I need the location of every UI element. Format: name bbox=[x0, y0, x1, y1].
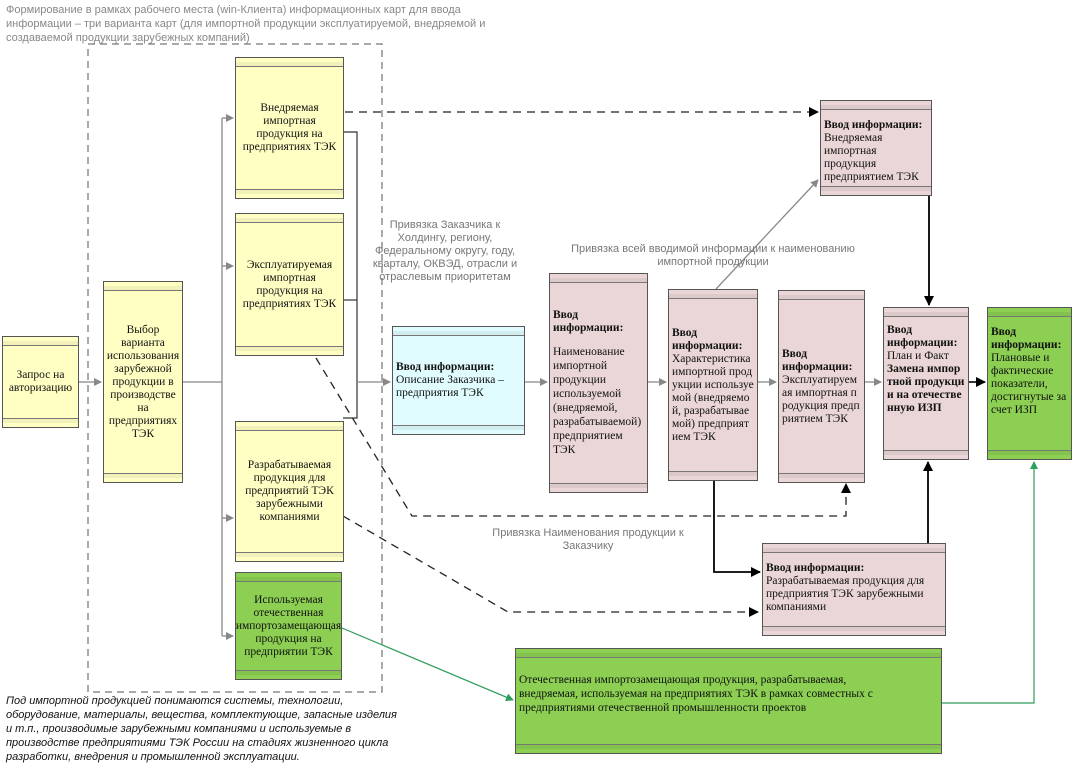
node-plan-title: Ввод информации: bbox=[887, 324, 958, 349]
node-implemented-input: Ввод информации: Внедряемая импортная пр… bbox=[820, 100, 932, 196]
note-binding-customer: Привязка Заказчика к Холдингу, региону, … bbox=[372, 219, 518, 283]
node-customer-input: Ввод информации: Описание Заказчика – пр… bbox=[392, 326, 525, 435]
node-choose-variant-label: Выбор варианта использования зарубежной … bbox=[106, 323, 180, 440]
arrow-joint-fact bbox=[942, 461, 1038, 704]
note-binding-all: Привязка всей вводимой информации к наим… bbox=[571, 243, 855, 268]
node-customer-text: Описание Заказчика – предприятия ТЭК bbox=[396, 374, 505, 399]
arrow-domestic-joint bbox=[341, 627, 514, 701]
dashed-developed-input bbox=[342, 515, 759, 617]
header-line-1: Формирование в рамках рабочего места (wi… bbox=[6, 4, 461, 16]
workplace-frame bbox=[87, 43, 383, 693]
node-joint-projects-label: Отечественная импортозамещающая продукци… bbox=[519, 674, 873, 714]
node-implemented-input-title: Ввод информации: bbox=[824, 119, 923, 131]
node-auth: Запрос на авторизацию bbox=[2, 336, 79, 428]
arrow-char-impl bbox=[715, 179, 819, 290]
node-joint-projects: Отечественная импортозамещающая продукци… bbox=[515, 648, 942, 754]
footnote-line-5: разработки, внедрения и промышленной экс… bbox=[6, 751, 300, 763]
node-plan-bold: Замена импортной продукции на отечествен… bbox=[887, 363, 965, 414]
node-name-text: Наименование импортной продукции использ… bbox=[553, 346, 642, 456]
node-domestic-label: Используемая отечественная импортозамеща… bbox=[235, 593, 342, 658]
footnote: Под импортной продукцией понимаются сист… bbox=[6, 694, 446, 764]
arrow-char-dev bbox=[713, 481, 761, 577]
node-implemented-input-text: Внедряемая импортная продукция предприят… bbox=[824, 132, 919, 183]
header-line-3: создаваемой продукции зарубежных компани… bbox=[6, 32, 250, 44]
dashed-exploited-binding bbox=[315, 357, 851, 517]
node-developed-input-title: Ввод информации: bbox=[766, 562, 865, 574]
node-customer-title: Ввод информации: bbox=[396, 361, 495, 373]
node-characteristics-text: Характеристика импортной продукции испол… bbox=[672, 352, 754, 443]
node-name-input: Ввод информации: Наименование импортной … bbox=[549, 273, 648, 493]
node-exploited-input: Ввод информации: Эксплуатируемая импортн… bbox=[778, 290, 865, 483]
node-exploited-input-text: Эксплуатируемая импортная продукция пред… bbox=[782, 373, 860, 425]
node-developed-input: Ввод информации: Разрабатываемая продукц… bbox=[762, 543, 946, 636]
node-domestic: Используемая отечественная импортозамеща… bbox=[235, 572, 342, 680]
header-line-2: информации – три варианта карт (для импо… bbox=[6, 18, 486, 30]
note-binding-name: Привязка Наименования продукции к Заказч… bbox=[492, 527, 684, 552]
node-developed-label: Разрабатываемая продукция для предприяти… bbox=[245, 459, 334, 523]
node-exploited-input-title: Ввод информации: bbox=[782, 347, 853, 373]
node-fact-title: Ввод информации: bbox=[991, 326, 1062, 351]
node-auth-label: Запрос на авторизацию bbox=[8, 369, 73, 394]
node-fact-text: Плановые и фактические показатели, дости… bbox=[991, 352, 1067, 416]
node-plan-input: Ввод информации: План и Факт Замена импо… bbox=[883, 307, 969, 460]
bracket-implemented bbox=[343, 131, 358, 385]
node-exploited-label: Эксплуатируемая импортная продукция на п… bbox=[242, 258, 337, 310]
bracket-developed bbox=[343, 385, 358, 419]
node-developed: Разрабатываемая продукция для предприяти… bbox=[235, 421, 344, 562]
footnote-line-1: Под импортной продукцией понимаются сист… bbox=[6, 695, 344, 707]
header-title: Формирование в рамках рабочего места (wi… bbox=[6, 3, 566, 45]
node-name-title: Ввод информации: bbox=[553, 309, 624, 334]
node-exploited: Эксплуатируемая импортная продукция на п… bbox=[235, 213, 344, 356]
node-choose-variant: Выбор варианта использования зарубежной … bbox=[103, 281, 183, 483]
node-fact-input: Ввод информации: Плановые и фактические … bbox=[987, 307, 1072, 460]
footnote-line-3: и т.п., производимые зарубежными компани… bbox=[6, 723, 352, 735]
footnote-line-4: производстве предприятиями ТЭК России на… bbox=[6, 737, 389, 749]
node-developed-input-text: Разрабатываемая продукция для предприяти… bbox=[766, 575, 925, 613]
node-characteristics-title: Ввод информации: bbox=[672, 326, 743, 352]
node-implemented-label: Внедряемая импортная продукция на предпр… bbox=[242, 102, 337, 153]
node-implemented: Внедряемая импортная продукция на предпр… bbox=[235, 57, 344, 199]
node-characteristics-input: Ввод информации: Характеристика импортно… bbox=[668, 289, 758, 481]
footnote-line-2: оборудование, материалы, вещества, компл… bbox=[6, 709, 397, 721]
node-plan-text: План и Факт bbox=[887, 350, 949, 362]
